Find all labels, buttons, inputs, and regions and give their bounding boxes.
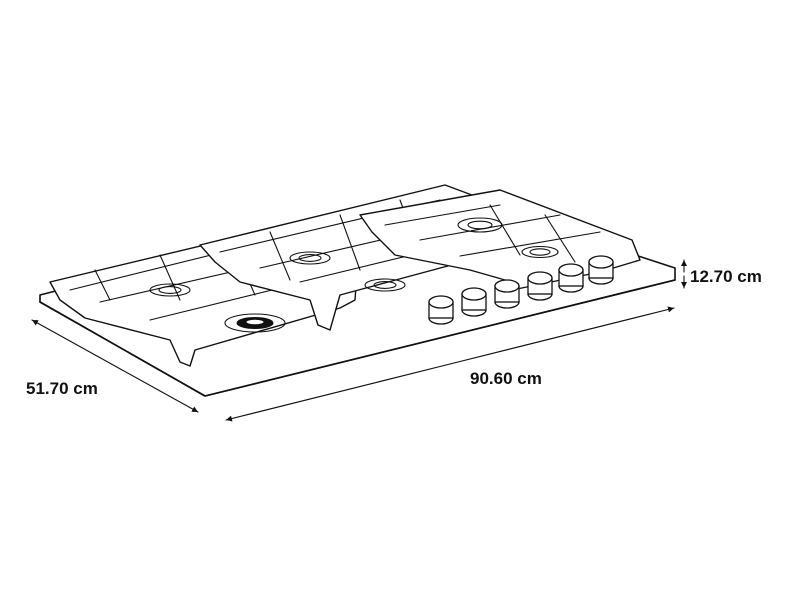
burner-icon xyxy=(521,245,559,259)
knob-icon xyxy=(558,263,584,293)
height-dimension-label: 12.70 cm xyxy=(690,267,762,286)
cooktop-front-edge xyxy=(39,279,676,397)
dimension-arrow-icon xyxy=(31,319,116,367)
burner-icon xyxy=(457,217,503,233)
width-dimension-label: 90.60 cm xyxy=(470,369,542,388)
burners xyxy=(149,217,559,333)
burner-icon xyxy=(364,278,406,292)
control-knobs xyxy=(428,255,614,325)
knob-icon xyxy=(428,295,454,325)
knob-icon xyxy=(461,287,487,317)
knob-icon xyxy=(494,279,520,309)
burner-icon xyxy=(224,313,286,333)
dimension-arrow-icon xyxy=(225,363,451,422)
burner-icon xyxy=(289,251,331,265)
dimension-arrow-icon xyxy=(114,365,199,413)
depth-dimension-label: 51.70 cm xyxy=(26,379,98,398)
knob-icon xyxy=(588,255,614,285)
burner-icon xyxy=(149,283,191,297)
dimension-lines xyxy=(31,259,687,422)
grate-left-inner xyxy=(69,221,346,321)
grate-center-inner xyxy=(219,199,466,283)
dimension-arrow-icon xyxy=(449,306,675,365)
knob-icon xyxy=(527,271,553,301)
